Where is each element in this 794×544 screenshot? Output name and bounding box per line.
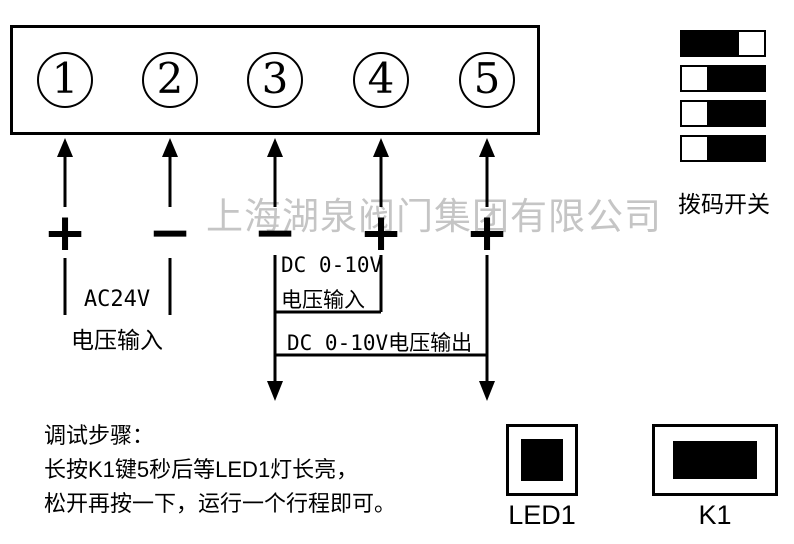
dip-handle: [680, 30, 737, 57]
dip-slot: [680, 65, 709, 92]
k1-key-icon: [673, 441, 757, 479]
ac24v-label: AC24V: [83, 287, 151, 312]
dip-handle: [709, 65, 766, 92]
dc-input-label: 电压输入: [281, 289, 365, 312]
terminal-2: 2: [142, 52, 198, 108]
down-arrowheads: [267, 381, 495, 401]
dip-switch-row-1: [680, 30, 766, 57]
terminal-1: 1: [37, 52, 93, 108]
instructions-title: 调试步骤：: [44, 423, 155, 448]
terminal-4: 4: [353, 52, 409, 108]
dc-output-label: DC 0-10V电压输出: [287, 331, 473, 355]
company-watermark: 上海湖泉阀门集团有限公司: [206, 196, 662, 237]
k1-label: K1: [698, 500, 732, 530]
dip-switch-row-3: [680, 100, 766, 127]
led1-indicator: [506, 424, 578, 496]
dip-switch-label: 拨码开关: [678, 191, 770, 217]
polarity-terminal-2: −: [148, 203, 192, 263]
polarity-terminal-3: −: [253, 203, 297, 263]
dip-switch-row-2: [680, 65, 766, 92]
polarity-terminal-5: +: [465, 203, 509, 263]
dip-slot: [680, 100, 709, 127]
polarity-terminal-4: +: [359, 203, 403, 263]
dip-switch-row-4: [680, 135, 766, 162]
led1-lamp-icon: [521, 439, 563, 481]
led1-label: LED1: [508, 500, 576, 530]
terminal-block: 1 2 3 4 5: [10, 25, 540, 135]
dip-handle: [709, 100, 766, 127]
terminal-5: 5: [459, 52, 515, 108]
ac24v-input-label: 电压输入: [71, 327, 163, 353]
dip-slot: [737, 30, 766, 57]
instructions-line-2: 松开再按一下，运行一个行程即可。: [44, 491, 397, 516]
up-arrowheads: [57, 138, 495, 157]
dip-handle: [709, 135, 766, 162]
dc-input-range-label: DC 0-10V: [281, 253, 383, 277]
terminal-3: 3: [247, 52, 303, 108]
k1-button: [652, 424, 778, 496]
instructions-line-1: 长按K1键5秒后等LED1灯长亮，: [44, 457, 359, 482]
wire-lines: [63, 154, 489, 383]
polarity-terminal-1: +: [43, 203, 87, 263]
dip-slot: [680, 135, 709, 162]
dip-switch: [680, 30, 766, 170]
